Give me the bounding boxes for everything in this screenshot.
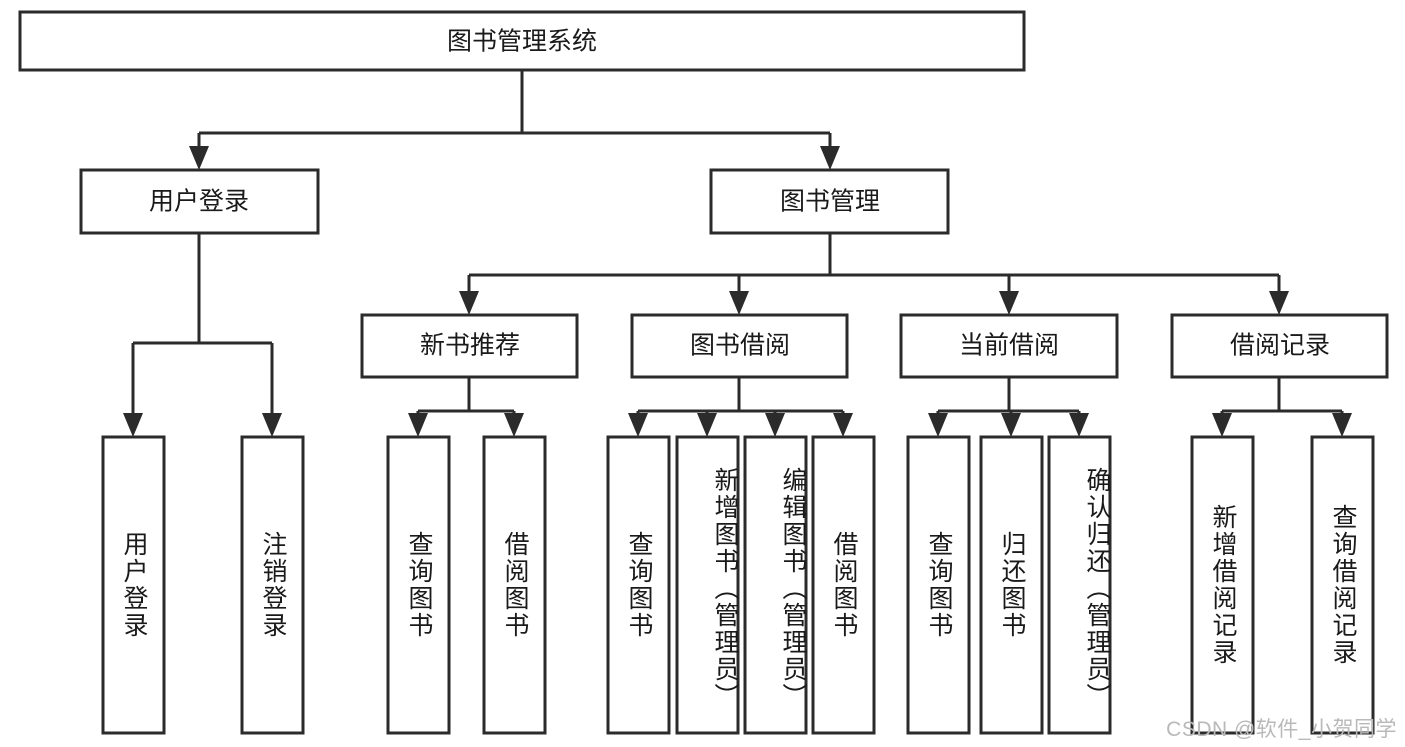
connector-group-new-book-recommend xyxy=(408,377,524,437)
node-current-borrow-box[interactable] xyxy=(899,313,1119,379)
node-book-borrow-box[interactable] xyxy=(630,313,849,379)
node-root-system-box[interactable] xyxy=(18,10,1026,72)
node-leaf-query-book-3-box[interactable] xyxy=(906,435,971,735)
node-leaf-add-borrow-record-box[interactable] xyxy=(1190,435,1255,735)
connector-user-login-trunk xyxy=(131,233,274,419)
arrow-head-to-leaf-confirm-return-admin xyxy=(1069,413,1089,437)
node-book-borrow[interactable]: 图书借阅 xyxy=(630,313,849,379)
node-borrow-record-box[interactable] xyxy=(1170,313,1389,379)
leaf-node-boxes xyxy=(101,435,1375,735)
arrow-head-to-user-login xyxy=(189,146,209,170)
arrow-head-to-leaf-borrow-book-1 xyxy=(504,413,524,437)
arrow-head-to-leaf-edit-book-admin xyxy=(765,413,785,437)
connector-borrow-record-trunk xyxy=(1220,377,1344,419)
node-current-borrow-label: 当前借阅 xyxy=(959,332,1059,360)
node-current-borrow[interactable]: 当前借阅 xyxy=(899,313,1119,379)
node-new-book-recommend[interactable]: 新书推荐 xyxy=(360,313,579,379)
node-root-system[interactable]: 图书管理系统 xyxy=(18,10,1026,72)
watermark-text: CSDN @软件_小贺同学 xyxy=(1166,718,1397,741)
arrow-head-to-leaf-borrow-book-2 xyxy=(833,413,853,437)
arrow-head-to-leaf-query-book-3 xyxy=(928,413,948,437)
arrow-head-to-leaf-return-book xyxy=(1001,413,1021,437)
arrow-head-to-leaf-query-book-1 xyxy=(408,413,428,437)
arrow-head-to-book-management xyxy=(820,146,840,170)
node-new-book-recommend-label: 新书推荐 xyxy=(420,332,520,360)
arrow-head-to-leaf-logout xyxy=(262,413,282,437)
node-leaf-borrow-book-1-box[interactable] xyxy=(482,435,547,735)
node-user-login-label: 用户登录 xyxy=(149,188,249,216)
node-new-book-recommend-box[interactable] xyxy=(360,313,579,379)
node-leaf-borrow-book-2-box[interactable] xyxy=(811,435,876,735)
node-leaf-query-borrow-record-box[interactable] xyxy=(1310,435,1375,735)
arrow-head-to-leaf-user-login xyxy=(123,413,143,437)
node-borrow-record-label: 借阅记录 xyxy=(1230,332,1330,360)
node-leaf-query-book-1-box[interactable] xyxy=(386,435,451,735)
node-leaf-edit-book-admin-box[interactable] xyxy=(743,435,808,735)
arrow-head-to-leaf-add-borrow-record xyxy=(1212,413,1232,437)
connector-group-user-login xyxy=(123,233,282,437)
arrow-head-to-current-borrow xyxy=(999,291,1019,315)
node-leaf-query-book-2-box[interactable] xyxy=(606,435,671,735)
connector-new-book-recommend-trunk xyxy=(416,377,516,419)
node-leaf-logout-box[interactable] xyxy=(240,435,305,735)
node-book-management-box[interactable] xyxy=(709,168,950,235)
node-user-login-box[interactable] xyxy=(79,168,320,235)
arrow-head-to-borrow-record xyxy=(1269,291,1289,315)
connector-group-current-borrow xyxy=(928,377,1089,437)
connector-book-management-trunk xyxy=(467,233,1281,297)
connector-group-book-management xyxy=(459,233,1289,315)
node-leaf-confirm-return-admin-box[interactable] xyxy=(1047,435,1112,735)
connector-book-borrow-trunk xyxy=(636,377,845,419)
node-book-management-label: 图书管理 xyxy=(780,188,880,216)
connector-group-book-borrow xyxy=(628,377,853,437)
node-book-management[interactable]: 图书管理 xyxy=(709,168,950,235)
arrow-head-to-book-borrow xyxy=(729,291,749,315)
arrow-head-to-leaf-add-book-admin xyxy=(697,413,717,437)
connector-root-to-level2-trunk xyxy=(197,70,832,152)
arrow-head-to-new-book-recommend xyxy=(459,291,479,315)
node-book-borrow-label: 图书借阅 xyxy=(690,332,790,360)
node-leaf-user-login-box[interactable] xyxy=(101,435,166,735)
connector-current-borrow-trunk xyxy=(936,377,1081,419)
node-leaf-return-book-box[interactable] xyxy=(979,435,1044,735)
node-root-system-label: 图书管理系统 xyxy=(447,28,597,56)
arrow-head-to-leaf-query-book-2 xyxy=(628,413,648,437)
node-leaf-add-book-admin-box[interactable] xyxy=(675,435,740,735)
connector-group-borrow-record xyxy=(1212,377,1352,437)
arrow-head-to-leaf-query-borrow-record xyxy=(1332,413,1352,437)
connector-group-root xyxy=(189,70,840,170)
node-user-login[interactable]: 用户登录 xyxy=(79,168,320,235)
node-borrow-record[interactable]: 借阅记录 xyxy=(1170,313,1389,379)
